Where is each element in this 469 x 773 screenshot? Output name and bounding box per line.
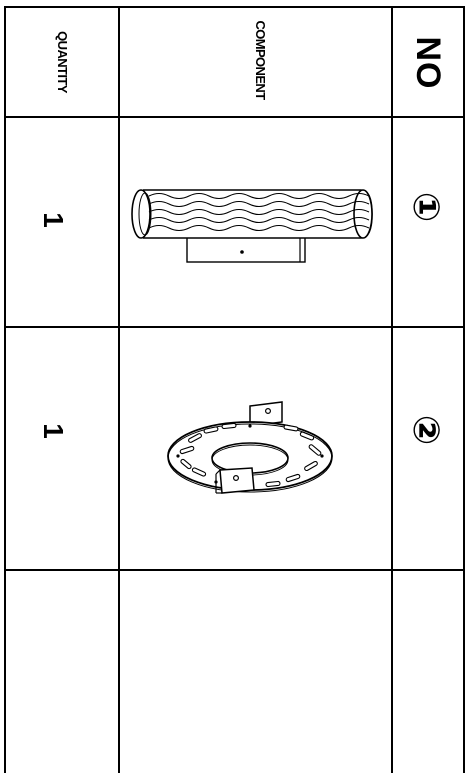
row-divider-2 [4, 569, 465, 571]
cylindrical-wall-lamp-icon [131, 189, 373, 263]
table-border-left [4, 6, 6, 773]
header-no: NO [409, 36, 447, 90]
row-divider-1 [4, 326, 465, 328]
slotted-mounting-plate-icon [167, 401, 333, 494]
table-border-right [463, 6, 465, 773]
table-border-top [4, 6, 465, 8]
header-component: COMPONENT [253, 20, 268, 100]
row-2-quantity: 1 [38, 423, 69, 439]
row-1-number: ① [406, 191, 447, 223]
row-3-quantity [8, 575, 116, 765]
row-3-number [395, 575, 461, 765]
row-2-number: ② [406, 414, 447, 446]
row-3-component [122, 575, 388, 765]
row-divider-header [4, 116, 465, 118]
row-1-quantity: 1 [38, 212, 69, 228]
column-divider-quantity [118, 6, 120, 773]
column-divider-component [391, 6, 393, 773]
header-quantity: QUANTITY [55, 31, 70, 93]
